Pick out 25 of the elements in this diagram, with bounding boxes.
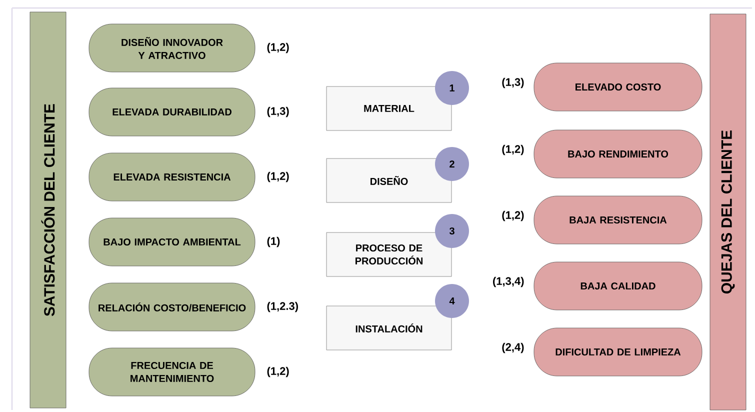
reference-label: (1,2) <box>502 144 524 156</box>
reference-label: (2,4) <box>502 342 524 354</box>
rounded-box: DISEÑO INNOVADOR Y ATRACTIVO <box>88 24 256 72</box>
rounded-box: ELEVADA RESISTENCIA <box>88 152 256 202</box>
rounded-box: BAJA RESISTENCIA <box>534 196 702 244</box>
rounded-box: BAJO RENDIMIENTO <box>534 130 702 178</box>
reference-label: (1,3) <box>502 78 524 88</box>
reference-label: (1,2.3) <box>267 302 298 312</box>
reference-label: (1,3,4) <box>493 276 524 288</box>
rounded-box: ELEVADO COSTO <box>534 62 702 112</box>
reference-label: (1) <box>267 236 280 248</box>
reference-label: (1,2) <box>502 210 524 222</box>
rounded-box: ELEVADA DURABILIDAD <box>88 88 256 136</box>
reference-label: (1,2) <box>267 366 289 378</box>
rounded-box: DIFICULTAD DE LIMPIEZA <box>534 328 702 376</box>
category-band: QUEJAS DEL CLIENTE <box>710 14 746 410</box>
process-box: INSTALACIÓN <box>326 306 452 350</box>
rounded-box: BAJO IMPACTO AMBIENTAL <box>88 218 256 266</box>
reference-label: (1,2) <box>267 42 289 54</box>
reference-label: (1,3) <box>267 106 289 118</box>
rounded-box: BAJA CALIDAD <box>534 262 702 310</box>
category-band: SATISFACCIÓN DEL CLIENTE <box>30 12 66 408</box>
rounded-box: FRECUENCIA DE MANTENIMIENTO <box>88 348 256 396</box>
rounded-box: RELACIÓN COSTO/BENEFICIO <box>88 282 256 332</box>
reference-label: (1,2) <box>267 172 289 182</box>
